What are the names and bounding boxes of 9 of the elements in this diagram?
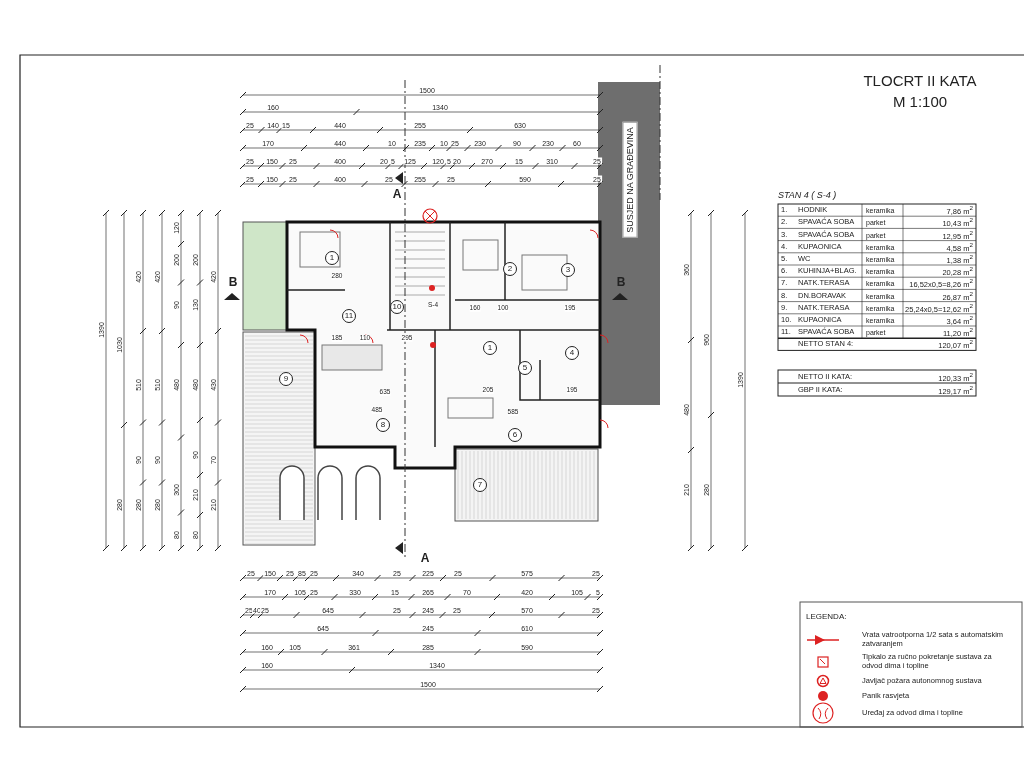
section-marker: A [392, 188, 402, 200]
neighbour-label: SUSJED NA GRAĐEVINA [622, 122, 638, 238]
section-marker: B [228, 276, 238, 288]
section-marker: B [616, 276, 626, 288]
section-marker: A [420, 552, 430, 564]
legend-heading: LEGENDA: [806, 613, 847, 621]
drawing-title: TLOCRT II KATA [863, 72, 977, 88]
scale-note: M 1:100 [892, 93, 948, 109]
table-heading: STAN 4 ( S-4 ) [778, 190, 837, 200]
